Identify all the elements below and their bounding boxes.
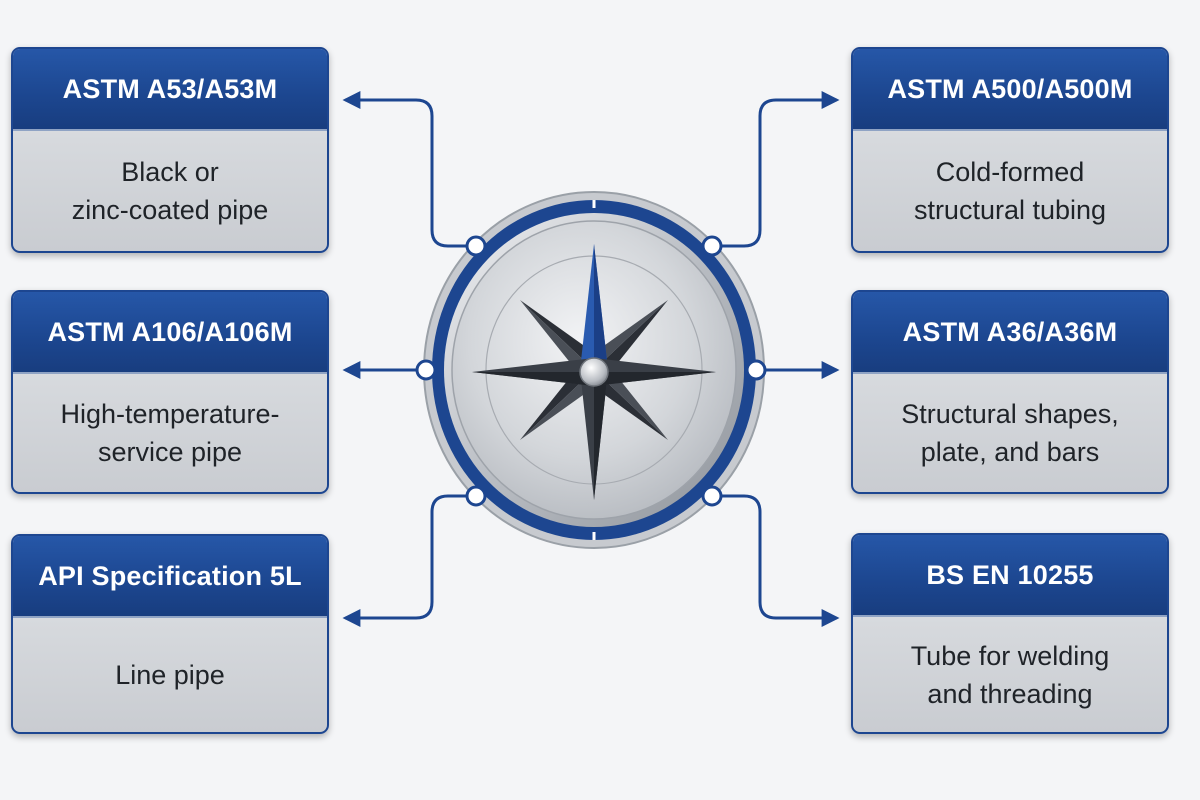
card-description-line: High-temperature-	[60, 399, 280, 429]
node-ring-icon	[701, 235, 723, 257]
connector-api	[342, 494, 478, 627]
card-astm-a36: ASTM A36/A36M Structural shapes, plate, …	[851, 290, 1169, 494]
card-title: ASTM A36/A36M	[853, 292, 1167, 374]
connector-a500	[710, 91, 840, 248]
card-description-line: Cold-formed	[935, 157, 1085, 187]
card-description: Tube for welding and threading	[853, 617, 1167, 732]
card-title: ASTM A106/A106M	[13, 292, 327, 374]
compass-icon	[423, 191, 765, 549]
card-title: API Specification 5L	[13, 536, 327, 618]
card-title: BS EN 10255	[853, 535, 1167, 617]
card-bs-en-10255: BS EN 10255 Tube for welding and threadi…	[851, 533, 1169, 734]
card-description: High-temperature- service pipe	[13, 374, 327, 492]
card-description-line: and threading	[927, 678, 1093, 709]
card-api-5l: API Specification 5L Line pipe	[11, 534, 329, 734]
card-description-line: structural tubing	[913, 195, 1107, 225]
card-title: ASTM A53/A53M	[13, 49, 327, 131]
card-astm-a106: ASTM A106/A106M High-temperature- servic…	[11, 290, 329, 494]
card-description-line: zinc-coated pipe	[71, 195, 269, 225]
node-ring-icon	[415, 359, 437, 381]
card-description-line: Structural shapes,	[901, 399, 1119, 429]
card-description: Structural shapes, plate, and bars	[853, 374, 1167, 492]
node-ring-icon	[465, 485, 487, 507]
card-description-line: Black or	[121, 157, 219, 187]
connector-bs	[710, 494, 840, 627]
card-description-line: Line pipe	[115, 660, 225, 690]
card-description: Black or zinc-coated pipe	[13, 131, 327, 251]
card-description: Cold-formed structural tubing	[853, 131, 1167, 251]
card-title: ASTM A500/A500M	[853, 49, 1167, 131]
card-description-line: service pipe	[97, 437, 243, 467]
card-astm-a500: ASTM A500/A500M Cold-formed structural t…	[851, 47, 1169, 253]
card-astm-a53: ASTM A53/A53M Black or zinc-coated pipe	[11, 47, 329, 253]
node-ring-icon	[701, 485, 723, 507]
card-description-line: plate, and bars	[920, 437, 1100, 467]
card-description-line: Tube for welding	[910, 640, 1110, 671]
connector-a53	[342, 91, 478, 248]
card-description: Line pipe	[13, 618, 327, 732]
node-ring-icon	[745, 359, 767, 381]
node-ring-icon	[465, 235, 487, 257]
